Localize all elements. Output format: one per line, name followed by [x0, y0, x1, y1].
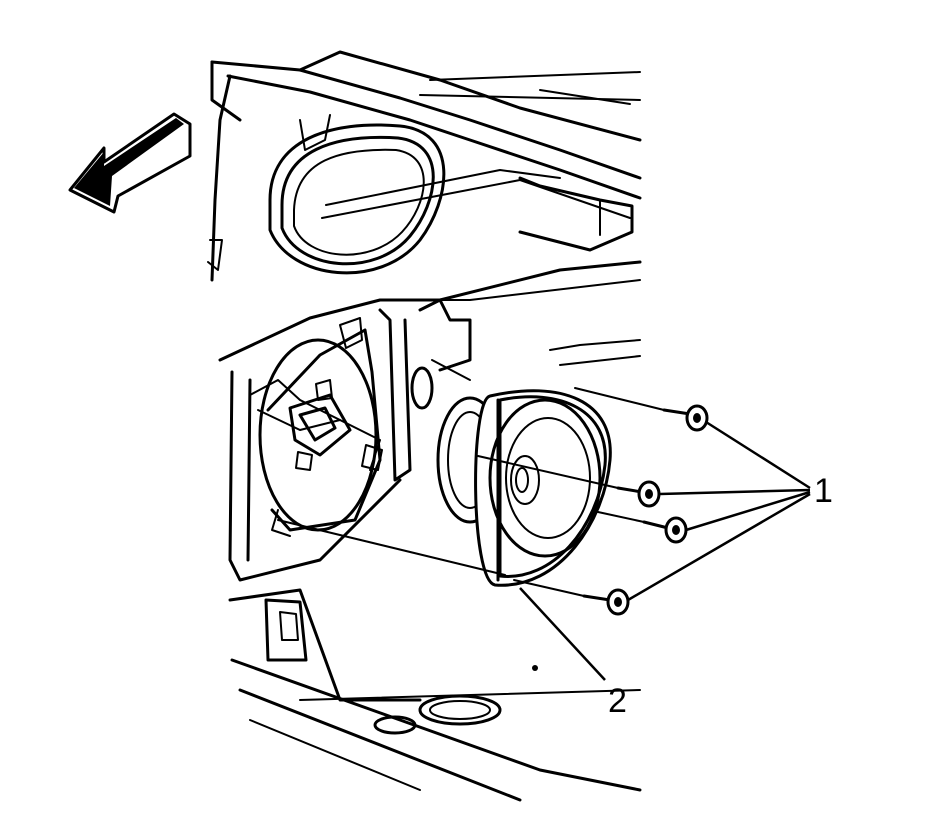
alignment-lines — [277, 387, 665, 597]
package-tray — [207, 50, 642, 282]
wiring-harness — [268, 123, 634, 275]
callout-bolts-label: 1 — [814, 472, 833, 510]
direction-arrow-icon — [68, 112, 192, 214]
callout-speaker-label: 2 — [608, 682, 627, 720]
speaker — [436, 389, 612, 587]
speaker-bolts — [582, 404, 709, 616]
bolt — [582, 588, 630, 616]
speaker-bracket — [249, 279, 641, 537]
leader-lines — [519, 420, 811, 681]
bolt — [616, 480, 661, 508]
bolt — [642, 516, 688, 544]
side-trim-panel — [218, 260, 642, 802]
bolt — [662, 404, 709, 432]
